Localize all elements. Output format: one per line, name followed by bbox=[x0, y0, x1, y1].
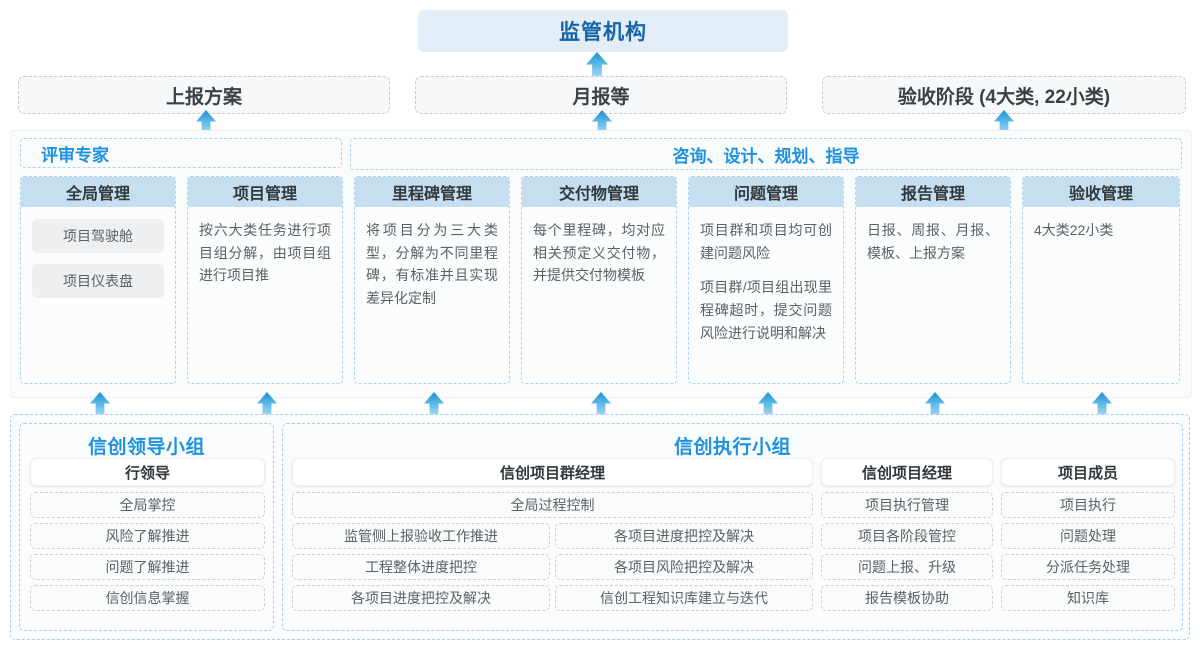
column-paragraph: 日报、周报、月报、模板、上报方案 bbox=[867, 222, 999, 261]
leadership-group-title: 信创领导小组 bbox=[87, 437, 205, 458]
duty-item: 项目各阶段管控 bbox=[821, 523, 993, 549]
regulatory-agency-box: 监管机构 bbox=[418, 10, 788, 52]
duty-item: 全局过程控制 bbox=[292, 492, 813, 518]
tag-item: 项目驾驶舱 bbox=[32, 219, 164, 253]
column-acceptance-management: 验收管理 4大类22小类 bbox=[1022, 176, 1180, 384]
duty-item: 项目执行管理 bbox=[821, 492, 993, 518]
duty-item: 问题上报、升级 bbox=[821, 554, 993, 580]
duty-item: 全局掌控 bbox=[30, 492, 265, 518]
column-body: 每个里程碑，均对应相关预定义交付物，并提供交付物模板 bbox=[522, 207, 676, 299]
column-body: 4大类22小类 bbox=[1023, 207, 1179, 254]
column-title: 全局管理 bbox=[21, 177, 175, 207]
duty-item: 报告模板协助 bbox=[821, 585, 993, 611]
project-members-duty-list: 项目执行 问题处理 分派任务处理 知识库 bbox=[1001, 492, 1175, 611]
tag-item: 项目仪表盘 bbox=[32, 264, 164, 298]
column-paragraph: 将项目分为三大类型，分解为不同里程碑，有标准并且实现差异化定制 bbox=[366, 222, 498, 307]
column-deliverable-management: 交付物管理 每个里程碑，均对应相关预定义交付物，并提供交付物模板 bbox=[521, 176, 677, 384]
column-body: 按六大类任务进行项目组分解，由项目组进行项目推 bbox=[188, 207, 342, 299]
column-paragraph: 项目群/项目组出现里程碑超时，提交问题风险进行说明和解决 bbox=[700, 279, 832, 341]
column-body: 将项目分为三大类型，分解为不同里程碑，有标准并且实现差异化定制 bbox=[355, 207, 509, 322]
program-manager-block: 信创项目群经理 全局过程控制 监管侧上报验收工作推进 各项目进度把控及解决 工程… bbox=[292, 458, 813, 611]
project-manager-duty-list: 项目执行管理 项目各阶段管控 问题上报、升级 报告模板协助 bbox=[821, 492, 993, 611]
execution-group: 信创执行小组 信创项目群经理 全局过程控制 监管侧上报验收工作推进 各项目进度把… bbox=[282, 423, 1183, 631]
duty-item: 知识库 bbox=[1001, 585, 1175, 611]
column-milestone-management: 里程碑管理 将项目分为三大类型，分解为不同里程碑，有标准并且实现差异化定制 bbox=[354, 176, 510, 384]
duty-item: 信创工程知识库建立与迭代 bbox=[555, 585, 813, 611]
column-body: 日报、周报、月报、模板、上报方案 bbox=[856, 207, 1010, 276]
role-card-program-manager: 信创项目群经理 bbox=[292, 458, 813, 486]
duty-item: 问题处理 bbox=[1001, 523, 1175, 549]
role-card-project-manager: 信创项目经理 bbox=[821, 458, 993, 486]
column-paragraph: 项目群和项目均可创建问题风险 bbox=[700, 222, 832, 261]
duty-item: 问题了解推进 bbox=[30, 554, 265, 580]
duty-item: 信创信息掌握 bbox=[30, 585, 265, 611]
monthly-report-box: 月报等 bbox=[415, 76, 787, 114]
execution-group-title: 信创执行小组 bbox=[673, 437, 791, 458]
column-title: 报告管理 bbox=[856, 177, 1010, 207]
report-plan-box: 上报方案 bbox=[18, 76, 390, 114]
project-members-block: 项目成员 项目执行 问题处理 分派任务处理 知识库 bbox=[1001, 458, 1175, 611]
column-title: 里程碑管理 bbox=[355, 177, 509, 207]
duty-item: 分派任务处理 bbox=[1001, 554, 1175, 580]
column-title: 交付物管理 bbox=[522, 177, 676, 207]
duty-item: 风险了解推进 bbox=[30, 523, 265, 549]
consulting-header: 咨询、设计、规划、指导 bbox=[350, 138, 1182, 170]
consulting-label: 咨询、设计、规划、指导 bbox=[672, 146, 860, 166]
column-paragraph: 每个里程碑，均对应相关预定义交付物，并提供交付物模板 bbox=[533, 222, 665, 284]
program-manager-duty-list: 全局过程控制 监管侧上报验收工作推进 各项目进度把控及解决 工程整体进度把控 各… bbox=[292, 492, 813, 611]
duty-item: 各项目进度把控及解决 bbox=[555, 523, 813, 549]
column-issue-management: 问题管理 项目群和项目均可创建问题风险 项目群/项目组出现里程碑超时，提交问题风… bbox=[688, 176, 844, 384]
report-plan-label: 上报方案 bbox=[165, 86, 242, 108]
column-body: 项目驾驶舱 项目仪表盘 bbox=[21, 207, 175, 321]
leadership-duty-list: 全局掌控 风险了解推进 问题了解推进 信创信息掌握 bbox=[30, 492, 265, 611]
duty-item: 工程整体进度把控 bbox=[292, 554, 550, 580]
column-global-management: 全局管理 项目驾驶舱 项目仪表盘 bbox=[20, 176, 176, 384]
teams-container: 信创领导小组 行领导 全局掌控 风险了解推进 问题了解推进 信创信息掌握 信创执… bbox=[10, 414, 1190, 640]
acceptance-stage-box: 验收阶段 (4大类, 22小类) bbox=[822, 76, 1186, 114]
column-title: 项目管理 bbox=[188, 177, 342, 207]
duty-item: 监管侧上报验收工作推进 bbox=[292, 523, 550, 549]
column-paragraph: 4大类22小类 bbox=[1034, 222, 1114, 238]
regulatory-agency-label: 监管机构 bbox=[559, 21, 647, 44]
duty-item: 各项目进度把控及解决 bbox=[292, 585, 550, 611]
review-experts-header: 评审专家 bbox=[20, 138, 342, 168]
leadership-group-body: 行领导 全局掌控 风险了解推进 问题了解推进 信创信息掌握 bbox=[30, 458, 265, 611]
column-title: 问题管理 bbox=[689, 177, 843, 207]
column-report-management: 报告管理 日报、周报、月报、模板、上报方案 bbox=[855, 176, 1011, 384]
monthly-report-label: 月报等 bbox=[572, 86, 630, 108]
review-experts-label: 评审专家 bbox=[41, 145, 109, 165]
role-card-project-members: 项目成员 bbox=[1001, 458, 1175, 486]
duty-item: 项目执行 bbox=[1001, 492, 1175, 518]
column-body: 项目群和项目均可创建问题风险 项目群/项目组出现里程碑超时，提交问题风险进行说明… bbox=[689, 207, 843, 356]
duty-item: 各项目风险把控及解决 bbox=[555, 554, 813, 580]
leadership-group: 信创领导小组 行领导 全局掌控 风险了解推进 问题了解推进 信创信息掌握 bbox=[19, 423, 274, 631]
role-card-bank-leader: 行领导 bbox=[30, 458, 265, 486]
column-paragraph: 按六大类任务进行项目组分解，由项目组进行项目推 bbox=[199, 222, 331, 284]
acceptance-stage-label: 验收阶段 (4大类, 22小类) bbox=[897, 86, 1111, 108]
arrow-up-to-regulatory bbox=[586, 52, 608, 78]
management-panel-headers: 评审专家 咨询、设计、规划、指导 bbox=[20, 138, 1182, 170]
column-title: 验收管理 bbox=[1023, 177, 1179, 207]
project-manager-block: 信创项目经理 项目执行管理 项目各阶段管控 问题上报、升级 报告模板协助 bbox=[821, 458, 993, 611]
column-project-management: 项目管理 按六大类任务进行项目组分解，由项目组进行项目推 bbox=[187, 176, 343, 384]
management-columns: 全局管理 项目驾驶舱 项目仪表盘 项目管理 按六大类任务进行项目组分解，由项目组… bbox=[20, 176, 1180, 386]
